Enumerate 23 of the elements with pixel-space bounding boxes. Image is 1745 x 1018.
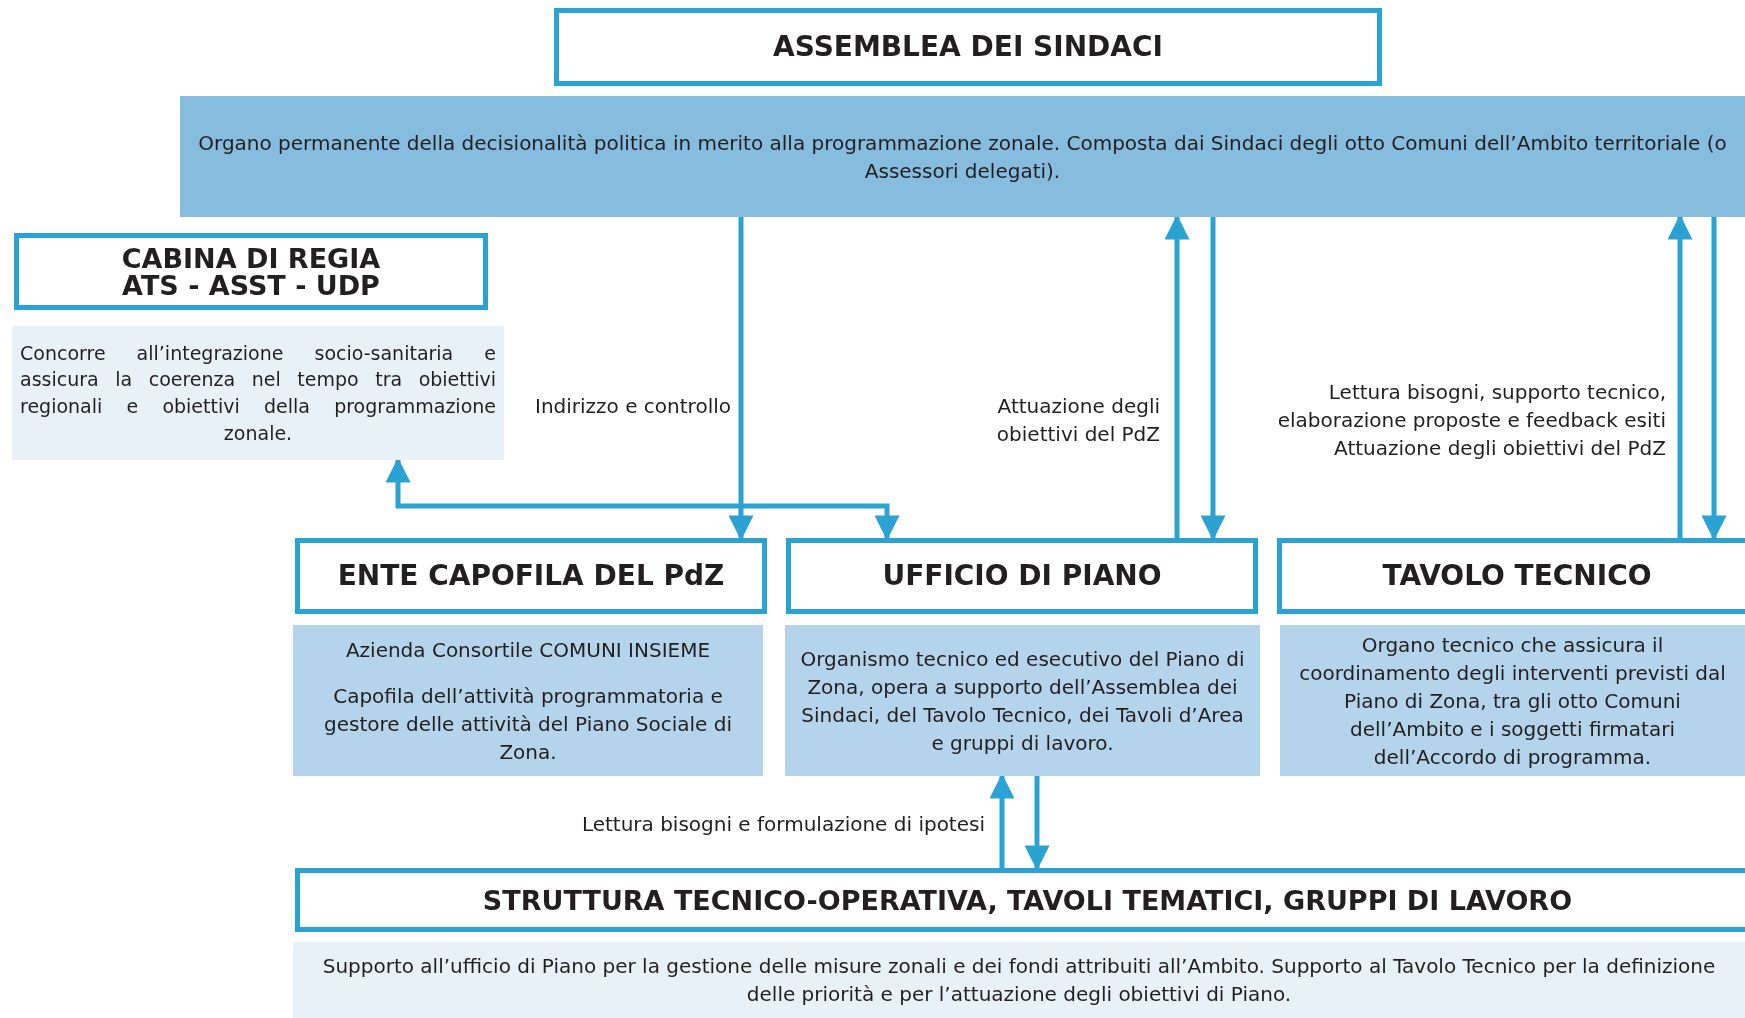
description-panel — [785, 625, 1260, 776]
title-text: CABINA DI REGIA ATS - ASST - UDP — [120, 244, 382, 299]
description-text: Organo tecnico che assicura il coordinamento degli interventi previsti dal Piano di Zona, tra gli otto Comuni dell’Ambito e i soggetti firmatari dell’Accordo di programma. — [1298, 631, 1727, 771]
description-panel — [12, 326, 504, 460]
title-text: UFFICIO DI PIANO — [882, 562, 1162, 590]
title-text: ENTE CAPOFILA DEL PdZ — [337, 562, 725, 590]
title-box — [786, 538, 1258, 614]
title-box — [1277, 538, 1745, 614]
description-text: Organismo tecnico ed esecutivo del Piano di Zona, opera a supporto dell’Assemblea dei Sindaci, del Tavolo Tecnico, dei Tavoli d’Area e gruppi di lavoro. — [799, 645, 1246, 757]
title-box — [554, 8, 1382, 86]
description-panel — [293, 625, 763, 776]
description-text: Capofila dell’attività programmatoria e gestore delle attività del Piano Sociale di Zona. — [323, 682, 733, 766]
description-text: Organo permanente della decisionalità politica in merito alla programmazione zonale. Composta dai Sindaci degli otto Comuni dell’Ambito territoriale (o Assessori delegati). — [197, 129, 1728, 185]
description-band — [180, 96, 1745, 217]
title-text: TAVOLO TECNICO — [1382, 562, 1652, 590]
title-box — [295, 868, 1745, 932]
description-text: Supporto all’ufficio di Piano per la gestione delle misure zonali e dei fondi attribuiti all’Ambito. Supporto al Tavolo Tecnico per la definizione delle priorità e per l’attuazione degli obiettivi di Piano. — [321, 953, 1717, 1008]
description-text: Azienda Consortile COMUNI INSIEME — [345, 636, 711, 664]
title-text: STRUTTURA TECNICO-OPERATIVA, TAVOLI TEMATICI, GRUPPI DI LAVORO — [482, 886, 1573, 914]
title-box — [295, 538, 767, 614]
title-text: ASSEMBLEA DEI SINDACI — [773, 33, 1163, 61]
title-box — [14, 233, 488, 310]
description-text: Concorre all’integrazione socio-sanitaria e assicura la coerenza nel tempo tra obiettivi regionali e obiettivi della programmazione zonale. — [20, 340, 496, 446]
